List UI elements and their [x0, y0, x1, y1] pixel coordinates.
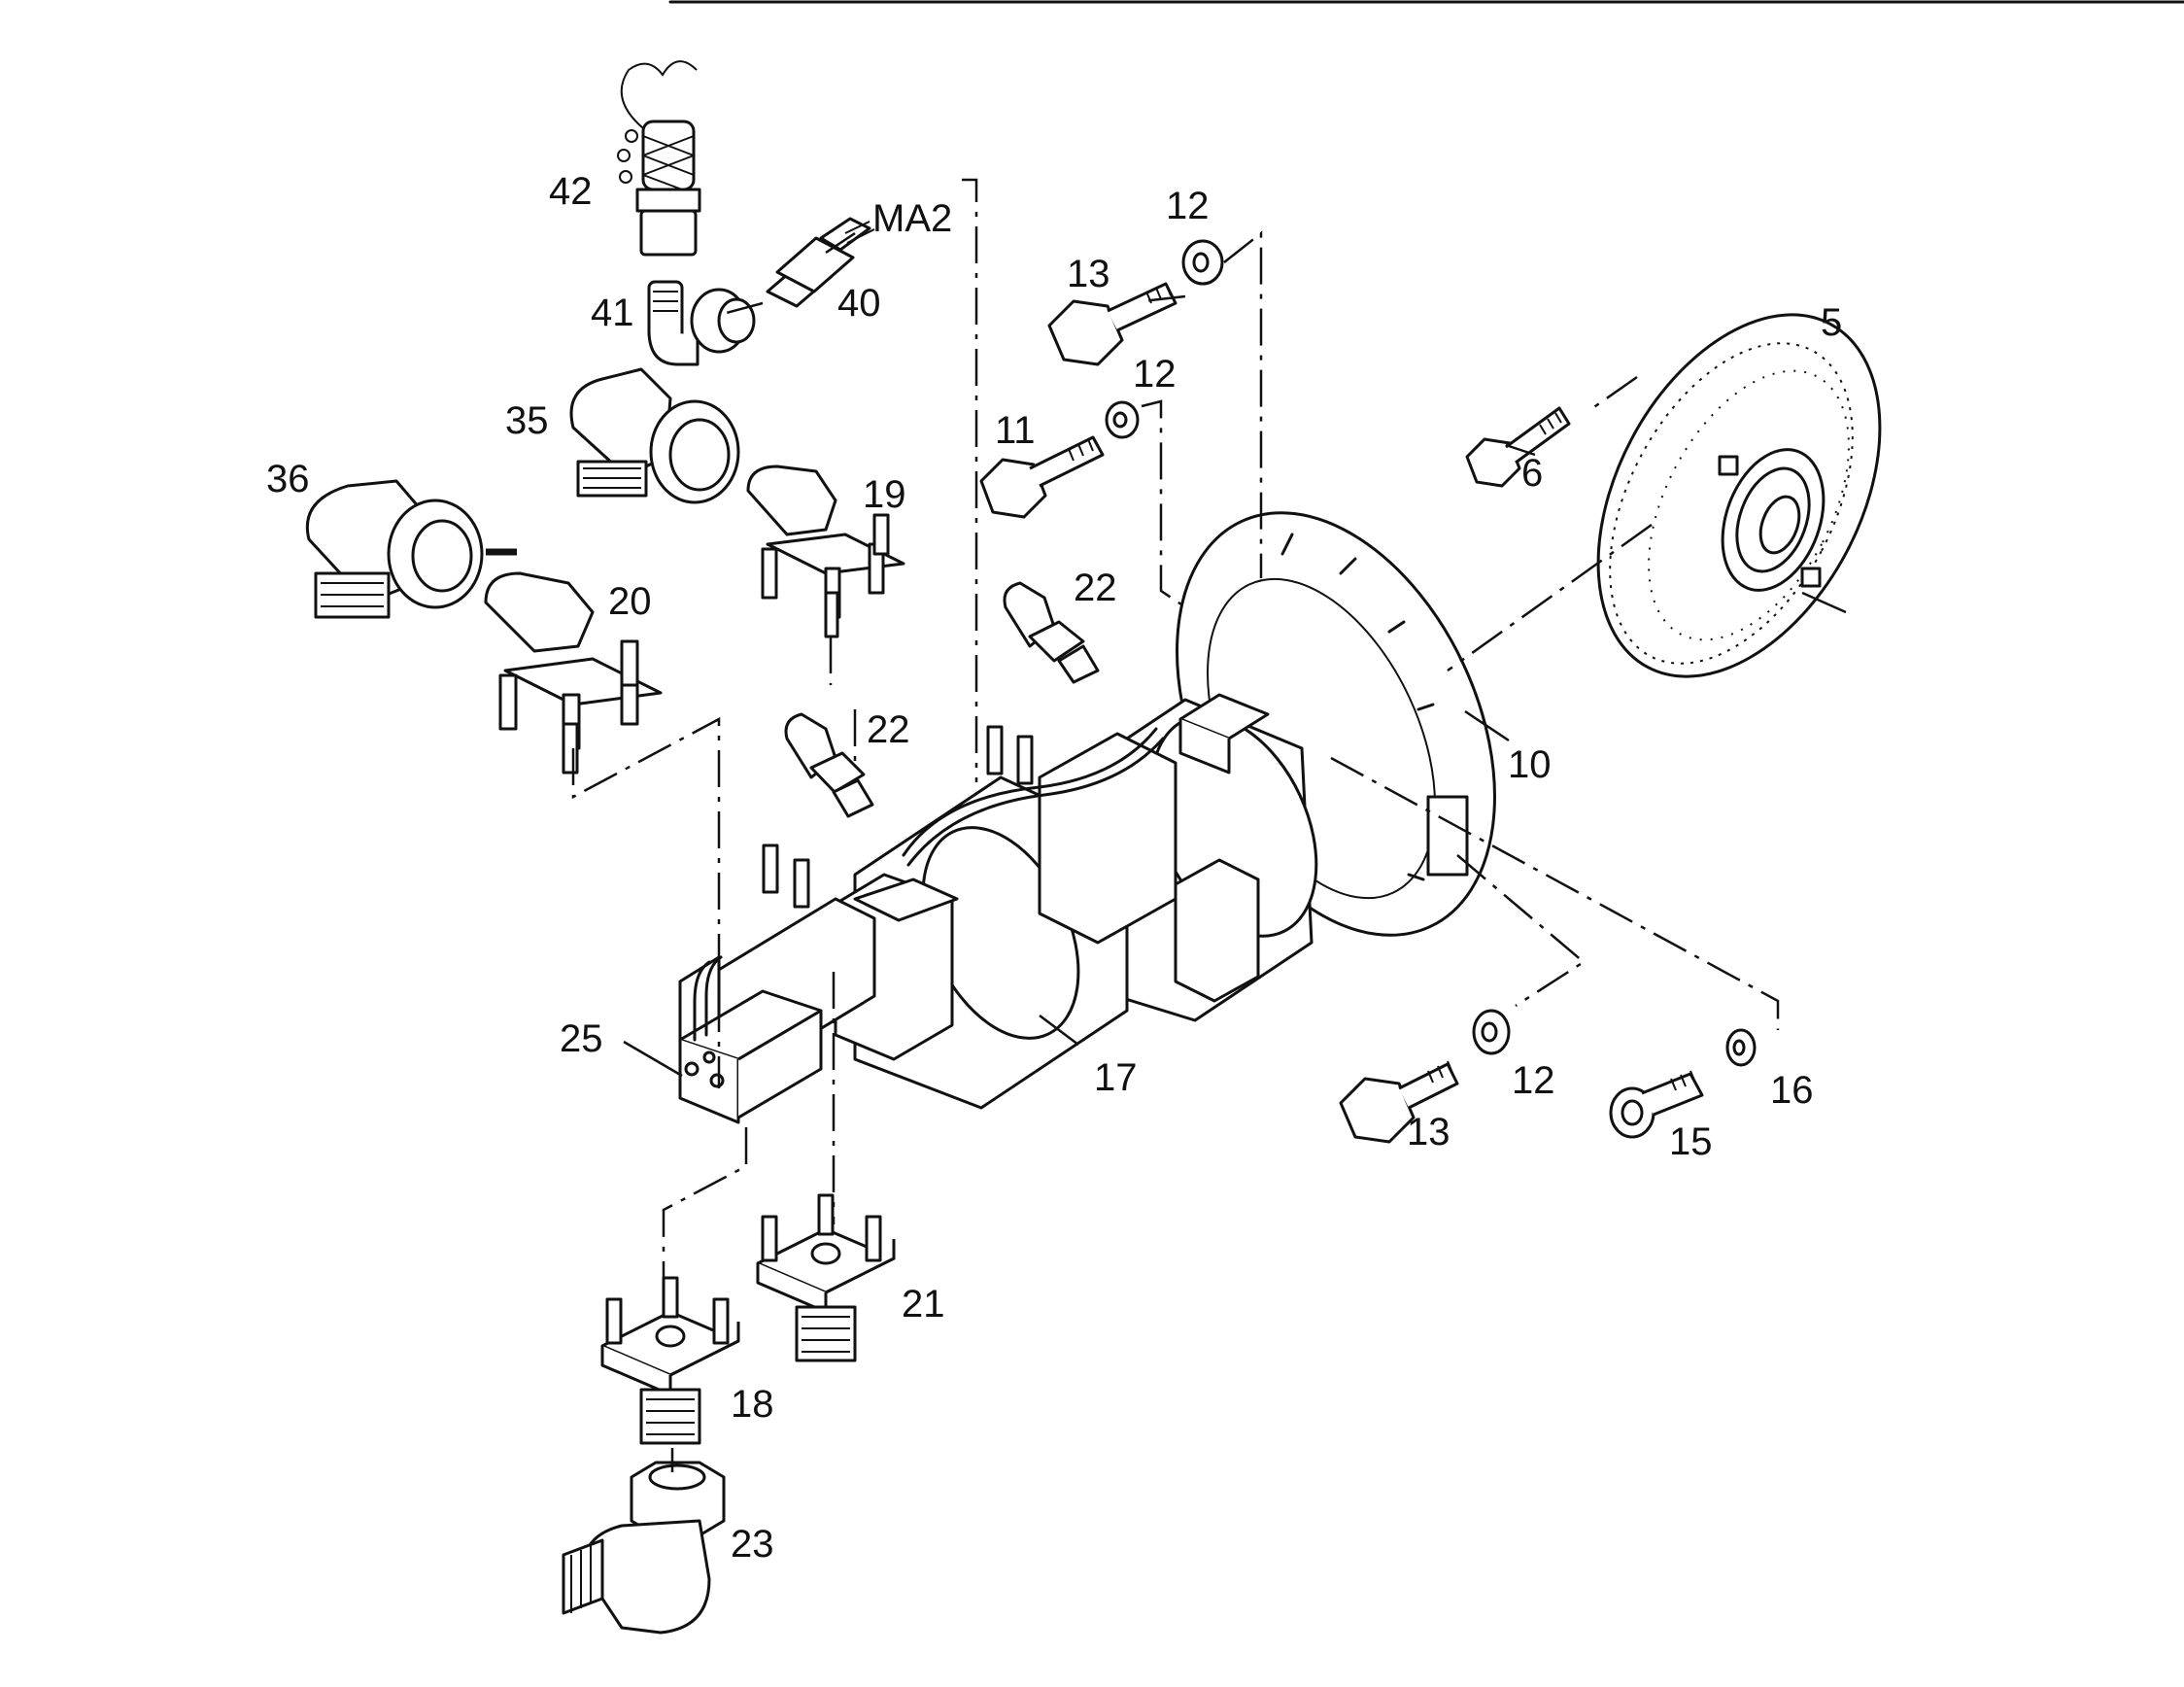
- part-13-hex-bolt-top: [1047, 282, 1177, 366]
- label-15: 15: [1669, 1120, 1713, 1163]
- part-42-quick-coupler: [617, 60, 701, 257]
- part-40-test-nipple: [766, 217, 875, 308]
- part-labels: 42 MA2 41 40 12 13 5 35 12 11 6 36 19 20…: [266, 170, 1842, 1566]
- label-13-lower: 13: [1407, 1111, 1450, 1153]
- part-22-pressure-switch-upper: [1003, 581, 1100, 684]
- part-17-pump-assembly: [678, 693, 1318, 1124]
- part-15-socket-bolt: [1609, 1070, 1704, 1139]
- part-12-washer-middle: [1105, 400, 1140, 439]
- label-40: 40: [837, 282, 881, 325]
- part-5-coupling-disc: [1596, 313, 1882, 678]
- label-20: 20: [608, 580, 652, 623]
- part-11-hex-bolt: [979, 435, 1105, 519]
- part-20-flange-fitting: [484, 571, 663, 775]
- label-11: 11: [995, 409, 1036, 452]
- label-22-upper: 22: [1074, 567, 1117, 609]
- label-36: 36: [266, 458, 310, 500]
- label-18: 18: [731, 1383, 774, 1426]
- label-19: 19: [863, 473, 906, 516]
- label-12-lower: 12: [1512, 1059, 1555, 1102]
- leader-lines: [623, 443, 1847, 1078]
- part-19-flange-fitting: [746, 465, 905, 638]
- part-18-flange-fitting: [600, 1276, 740, 1445]
- part-12-washer-lower: [1472, 1009, 1511, 1055]
- label-22-lower: 22: [867, 708, 910, 751]
- part-41-swivel-fitting: [647, 280, 756, 366]
- label-21: 21: [902, 1283, 945, 1326]
- label-5: 5: [1821, 301, 1842, 344]
- part-12-washer-top: [1181, 239, 1224, 286]
- label-MA2: MA2: [872, 197, 952, 240]
- label-16: 16: [1770, 1069, 1814, 1112]
- label-12-middle: 12: [1133, 353, 1177, 396]
- part-36-elbow-fitting: [305, 479, 517, 619]
- assembly-lines: [571, 178, 1780, 1472]
- label-12-top: 12: [1166, 185, 1210, 227]
- label-10: 10: [1508, 743, 1552, 786]
- label-41: 41: [591, 292, 634, 334]
- part-22-pressure-switch-lower: [784, 712, 874, 818]
- part-13-hex-bolt-lower: [1339, 1060, 1459, 1144]
- part-16-washer: [1725, 1028, 1757, 1067]
- label-42: 42: [549, 170, 593, 213]
- part-21-flange-fitting: [756, 1193, 896, 1362]
- label-6: 6: [1521, 452, 1543, 495]
- label-35: 35: [505, 399, 549, 442]
- label-23: 23: [731, 1523, 774, 1566]
- label-13-top: 13: [1067, 253, 1110, 295]
- label-25: 25: [560, 1017, 603, 1060]
- part-6-bolt: [1465, 406, 1571, 488]
- part-35-elbow-fitting: [569, 367, 740, 504]
- part-23-elbow-fitting: [562, 1461, 726, 1635]
- label-17: 17: [1094, 1056, 1138, 1099]
